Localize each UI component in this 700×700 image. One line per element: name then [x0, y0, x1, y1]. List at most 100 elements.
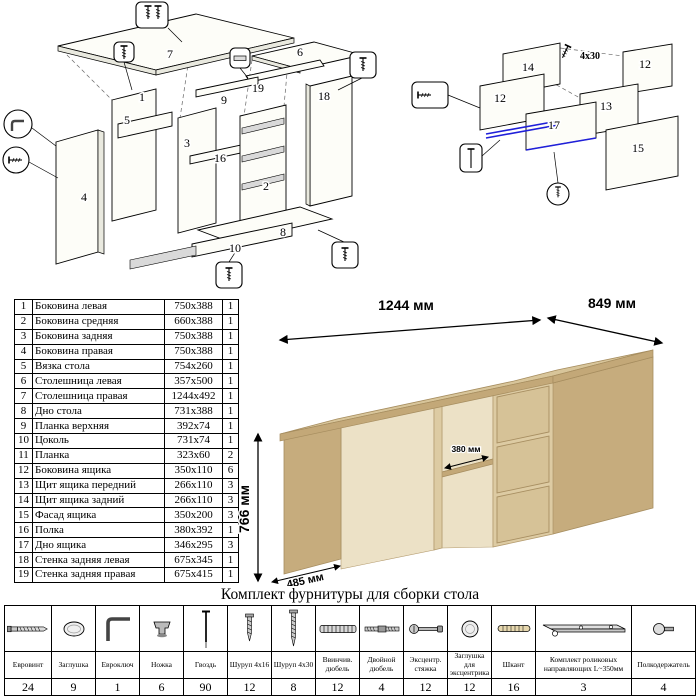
part-label: 17 — [548, 118, 560, 132]
dimension-width-label: 1244 мм — [378, 297, 434, 313]
part-name-cell: Боковина средняя — [32, 313, 165, 330]
part-size-cell: 323x60 — [164, 447, 223, 464]
part-label: 6 — [297, 45, 303, 59]
drawer-slide-highlight — [485, 120, 559, 139]
part-label: 12 — [639, 57, 651, 71]
desk-render: 1244 мм 849 мм 766 мм 380 мм 485 мм — [238, 296, 664, 586]
parts-list: 1 Боковина левая 750x388 1 2 Боковина ср… — [14, 299, 239, 583]
part-label: 9 — [221, 93, 227, 107]
wood-dowel-icon — [492, 606, 535, 652]
part-size-cell: 266x110 — [164, 492, 223, 509]
hardware-item-name: Комплект роликовых направляющих L~350мм — [536, 652, 631, 679]
hardware-item-qty: 1 — [114, 680, 121, 694]
cam-cap-icon — [448, 606, 491, 652]
drawer-front-3 — [496, 485, 550, 544]
part-number-cell: 15 — [14, 507, 33, 524]
hardware-item-name: Ввинчив. дюбель — [316, 652, 359, 679]
part-qty-cell: 1 — [222, 552, 239, 569]
part-size-cell: 660x388 — [164, 313, 223, 330]
hardware-item: Полкодержатель 4 — [631, 606, 695, 695]
hardware-item-name: Двойной дюбель — [360, 652, 403, 679]
hardware-item-qty: 12 — [331, 680, 344, 694]
hardware-item-qty: 90 — [199, 680, 212, 694]
part-label: 14 — [522, 60, 534, 74]
part-label: 8 — [280, 225, 286, 239]
shelf-pin-icon — [632, 606, 695, 652]
part-qty-cell: 1 — [222, 343, 239, 360]
hex-key-icon — [96, 606, 139, 652]
table-row: 11 Планка 323x60 2 — [14, 447, 239, 464]
part-back-side-panel — [177, 107, 217, 234]
desk-pedestal-side — [552, 356, 654, 535]
hardware-item: Шуруп 4x16 12 — [227, 606, 271, 695]
part-name-cell: Цоколь — [32, 433, 165, 449]
part-qty-cell: 6 — [222, 462, 239, 479]
hardware-item-name: Заглушка — [52, 652, 95, 679]
dimension-arrow-left-depth — [270, 563, 342, 585]
fastener-callouts — [2, 1, 377, 289]
dimension-left-depth-label: 485 мм — [286, 571, 325, 586]
part-label: 16 — [214, 151, 226, 165]
hardware-table: Евровинт 24 Заглушка 9 Евроключ 1 — [4, 605, 696, 696]
part-number-cell: 5 — [14, 358, 33, 375]
hardware-item: Шкант 16 — [491, 606, 535, 695]
dimension-depth-label: 849 мм — [588, 296, 636, 311]
table-row: 5 Вязка стола 754x260 1 — [14, 358, 239, 375]
table-row: 16 Полка 380x392 1 — [14, 522, 239, 539]
table-row: 2 Боковина средняя 660x388 1 — [14, 313, 239, 330]
hardware-kit-section: Комплект фурнитуры для сборки стола Евро… — [4, 586, 696, 696]
cam-bolt-icon — [404, 606, 447, 652]
part-slide-rail — [129, 245, 197, 270]
double-dowel-icon — [360, 606, 403, 652]
hardware-item-qty: 6 — [158, 680, 165, 694]
part-qty-cell: 1 — [222, 522, 239, 539]
dimension-arrow-shelf — [443, 455, 490, 470]
part-top-plank — [195, 76, 259, 98]
part-label: 1 — [139, 90, 145, 104]
hardware-item-name: Полкодержатель — [632, 652, 695, 679]
hardware-item-qty: 3 — [580, 680, 587, 694]
part-size-cell: 392x74 — [164, 418, 223, 435]
hardware-item: Двойной дюбель 4 — [359, 606, 403, 695]
part-size-cell: 731x74 — [164, 433, 223, 449]
part-name-cell: Дно стола — [32, 403, 165, 420]
hardware-item-name: Заглушка для эксцентрика — [448, 651, 491, 679]
part-label: 12 — [494, 91, 506, 105]
hardware-item-name: Эксцентр. стяжка — [404, 652, 447, 679]
hardware-item-qty: 12 — [463, 680, 476, 694]
part-qty-cell: 1 — [222, 418, 239, 435]
part-number-cell: 1 — [14, 299, 33, 315]
desk-divider-panel — [433, 400, 443, 551]
table-row: 19 Стенка задняя правая 675x415 1 — [14, 567, 239, 583]
part-qty-cell: 1 — [222, 358, 239, 375]
hardware-item-qty: 16 — [507, 680, 520, 694]
part-number-cell: 19 — [14, 567, 33, 583]
part-qty-cell: 1 — [222, 433, 239, 449]
part-number-cell: 14 — [14, 492, 33, 509]
part-name-cell: Столешница правая — [32, 388, 165, 405]
hardware-item-qty: 4 — [378, 680, 385, 694]
hardware-item: Ножка 6 — [139, 606, 183, 695]
drawer-bottom-edge-highlight — [525, 137, 597, 151]
hardware-item-qty: 8 — [290, 680, 297, 694]
part-size-cell: 380x392 — [164, 522, 223, 539]
hardware-item: Гвоздь 90 — [183, 606, 227, 695]
part-number-cell: 6 — [14, 373, 33, 390]
hardware-item: Евровинт 24 — [5, 606, 51, 695]
hardware-item: Евроключ 1 — [95, 606, 139, 695]
table-row: 9 Планка верхняя 392x74 1 — [14, 418, 239, 435]
part-size-cell: 675x345 — [164, 552, 223, 569]
part-number-cell: 9 — [14, 418, 33, 435]
part-qty-cell: 1 — [222, 328, 239, 345]
part-size-cell: 1244x492 — [164, 388, 223, 405]
part-size-cell: 357x500 — [164, 373, 223, 390]
hardware-item-qty: 12 — [243, 680, 256, 694]
drawer-detail-diagram: 4x30 14 12 12 13 17 15 — [411, 42, 679, 206]
screw-short-icon — [228, 606, 271, 652]
part-number-cell: 16 — [14, 522, 33, 539]
part-name-cell: Стенка задняя левая — [32, 552, 165, 569]
part-number-cell: 17 — [14, 537, 33, 554]
hardware-kit-title: Комплект фурнитуры для сборки стола — [220, 586, 480, 603]
part-size-cell: 350x200 — [164, 507, 223, 524]
